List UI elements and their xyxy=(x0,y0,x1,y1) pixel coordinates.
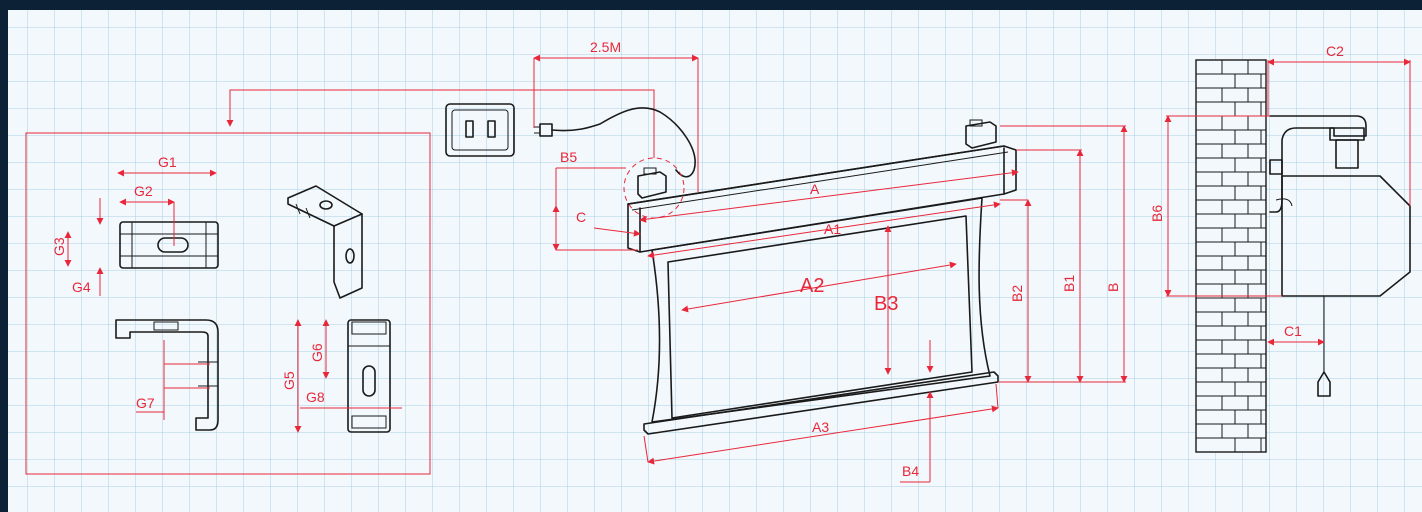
bracket-detail-frame xyxy=(25,132,431,475)
label-b5: B5 xyxy=(560,149,577,165)
label-b6: B6 xyxy=(1149,205,1165,222)
label-g8: G8 xyxy=(306,389,325,405)
label-b1: B1 xyxy=(1061,275,1077,292)
label-a: A xyxy=(810,181,820,197)
label-g1: G1 xyxy=(158,154,177,170)
label-b2: B2 xyxy=(1009,285,1025,302)
label-g7: G7 xyxy=(136,395,155,411)
label-c: C xyxy=(576,209,586,225)
label-cable-length: 2.5M xyxy=(590,39,621,55)
mounting-bracket-icon xyxy=(287,185,363,299)
label-b3: B3 xyxy=(874,293,898,315)
label-a3: A3 xyxy=(812,419,829,435)
label-a2: A2 xyxy=(800,275,824,297)
pull-cord-icon xyxy=(1317,296,1331,397)
bracket-front-view xyxy=(347,319,391,433)
label-a1: A1 xyxy=(824,221,841,237)
label-c1: C1 xyxy=(1284,323,1302,339)
label-g5: G5 xyxy=(281,371,297,390)
brick-wall-icon xyxy=(1195,59,1267,453)
label-g2: G2 xyxy=(134,183,153,199)
bracket-callout-line xyxy=(226,89,655,158)
wall-socket-icon xyxy=(445,103,515,157)
label-g4: G4 xyxy=(72,279,91,295)
label-b: B xyxy=(1105,283,1121,292)
bracket-top-view xyxy=(119,221,219,269)
label-b4: B4 xyxy=(902,463,919,479)
bracket-profile-view xyxy=(115,319,219,431)
label-g6: G6 xyxy=(309,343,325,362)
label-c2: C2 xyxy=(1326,43,1344,59)
right-ceiling-bracket xyxy=(965,119,997,149)
label-g3: G3 xyxy=(51,237,67,256)
